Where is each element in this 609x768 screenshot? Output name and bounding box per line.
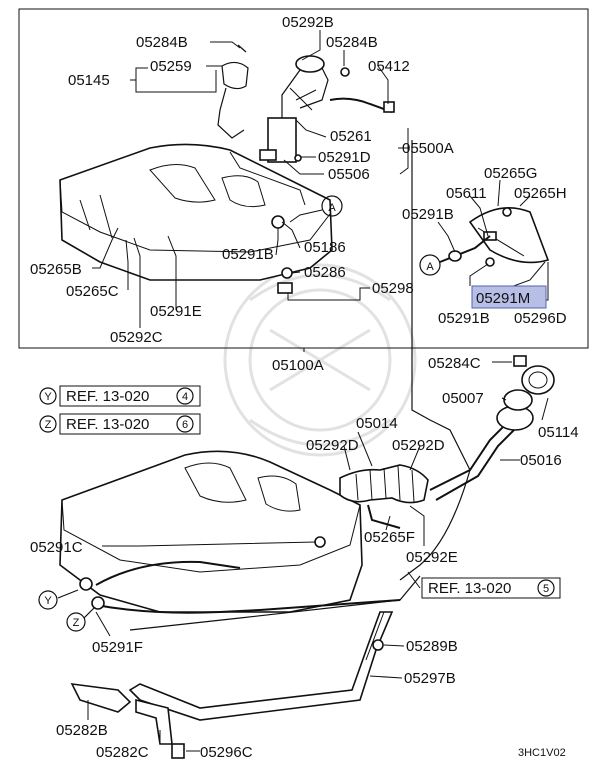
label-05186: 05186 — [304, 239, 346, 256]
ref-a-leader — [289, 209, 323, 223]
ref-z-letter: Z — [45, 419, 52, 431]
label-05291C: 05291C — [30, 539, 83, 556]
label-05292E: 05292E — [406, 549, 458, 566]
marker-z-bottom-letter: Z — [73, 617, 80, 629]
ref-y-letter: Y — [44, 391, 52, 403]
label-05297B: 05297B — [404, 670, 456, 687]
marker-z-bottom: Z — [66, 607, 95, 632]
ref-y-text: REF. 13-020 — [66, 388, 149, 405]
highlight-05291M — [471, 285, 547, 309]
label-05292D-right: 05292D — [392, 437, 445, 454]
lower-fuel-tank — [59, 450, 363, 613]
fuel-pump-assembly — [259, 55, 329, 163]
label-05007: 05007 — [442, 390, 484, 407]
filler-hose-05014 — [339, 464, 429, 504]
label-05291M: 05291M — [476, 290, 530, 307]
label-05291E: 05291E — [150, 303, 202, 320]
ref-5-num: 5 — [543, 583, 549, 595]
label-05412: 05412 — [368, 58, 410, 75]
label-05292B-top: 05292B — [282, 14, 334, 31]
label-05265B: 05265B — [30, 261, 82, 278]
ref-5-box: REF. 13-020 5 — [421, 577, 561, 599]
clamp-z-end — [91, 596, 105, 610]
nut-05289B — [372, 639, 384, 651]
marker-y-bottom: Y — [38, 589, 79, 610]
label-05500A: 05500A — [402, 140, 454, 157]
ref-z-box: Z REF. 13-020 6 — [39, 413, 201, 435]
label-05291B-upper-right: 05291B — [402, 206, 454, 223]
label-05282B: 05282B — [56, 722, 108, 739]
ref-a-marker: A — [321, 195, 343, 217]
label-05014: 05014 — [356, 415, 398, 432]
label-05284B-left: 05284B — [136, 34, 188, 51]
vent-pipe — [411, 140, 471, 471]
fuel-gauge-unit — [217, 44, 249, 139]
clamp-05291B-left — [448, 250, 462, 262]
ref-a-marker-2: A — [419, 254, 441, 276]
ref-y-num: 4 — [182, 391, 188, 403]
gasket-05007 — [503, 389, 533, 411]
ref-z-num: 6 — [182, 419, 188, 431]
label-05291F: 05291F — [92, 639, 143, 656]
label-05291D: 05291D — [318, 149, 371, 166]
hose-05291F — [95, 560, 241, 586]
watermark-emblem — [223, 263, 417, 457]
label-05282C: 05282C — [96, 744, 149, 761]
label-05291B-tank: 05291B — [222, 246, 274, 263]
label-05145: 05145 — [68, 72, 110, 89]
label-05265G: 05265G — [484, 165, 537, 182]
label-05284C: 05284C — [428, 355, 481, 372]
plug-05298 — [277, 282, 293, 294]
filler-neck-plate — [468, 206, 550, 264]
label-05292D-left: 05292D — [306, 437, 359, 454]
rod-ref-13-020-5 — [129, 575, 421, 631]
clamp-05291D — [294, 154, 302, 162]
grommet-05286 — [281, 267, 293, 279]
label-05611: 05611 — [446, 185, 487, 202]
part-labels: 05292B 05284B 05284B 05259 05412 05145 0… — [30, 14, 579, 761]
filler-cap-05114 — [521, 365, 555, 395]
ref-a-letter: A — [328, 202, 336, 214]
ref-z-text: REF. 13-020 — [66, 416, 149, 433]
label-05289B: 05289B — [406, 638, 458, 655]
label-05296C: 05296C — [200, 744, 253, 761]
vapor-hose-05412 — [329, 97, 395, 113]
label-05114: 05114 — [538, 424, 579, 441]
return-line — [95, 599, 401, 614]
label-05506: 05506 — [328, 166, 370, 183]
bolt-05284B-right — [340, 67, 350, 77]
label-05284B-right: 05284B — [326, 34, 378, 51]
label-05286: 05286 — [304, 264, 346, 281]
label-05261: 05261 — [330, 128, 372, 145]
vent-line-lower — [399, 469, 471, 581]
bracket-05282B — [70, 683, 132, 713]
label-05298: 05298 — [372, 280, 414, 297]
filler-neck-05016 — [429, 405, 534, 501]
label-05265H: 05265H — [514, 185, 567, 202]
hose-05265F — [367, 504, 401, 529]
diagram-code: 3HC1V02 — [518, 747, 566, 759]
label-05100A: 05100A — [272, 357, 324, 374]
ref-5-text: REF. 13-020 — [428, 580, 511, 597]
bolt-05296C — [171, 743, 185, 759]
clamp-05291C — [314, 536, 326, 548]
ref-y-box: Y REF. 13-020 4 — [39, 385, 201, 407]
label-05016: 05016 — [520, 452, 562, 469]
upper-fuel-tank — [59, 143, 333, 281]
tank-strap-05297B — [128, 611, 394, 721]
label-05265C: 05265C — [66, 283, 119, 300]
label-05265F: 05265F — [364, 529, 415, 546]
screw-05284C — [513, 355, 527, 367]
label-05296D: 05296D — [514, 310, 567, 327]
ref-a-letter-2: A — [426, 261, 434, 273]
label-05291B-lower-right: 05291B — [438, 310, 490, 327]
marker-y-bottom-letter: Y — [44, 595, 52, 607]
label-05259: 05259 — [150, 58, 192, 75]
label-05292C: 05292C — [110, 329, 163, 346]
clamp-y-end — [79, 577, 93, 591]
leader-lines — [87, 30, 549, 752]
ref-5-leader — [407, 571, 421, 589]
